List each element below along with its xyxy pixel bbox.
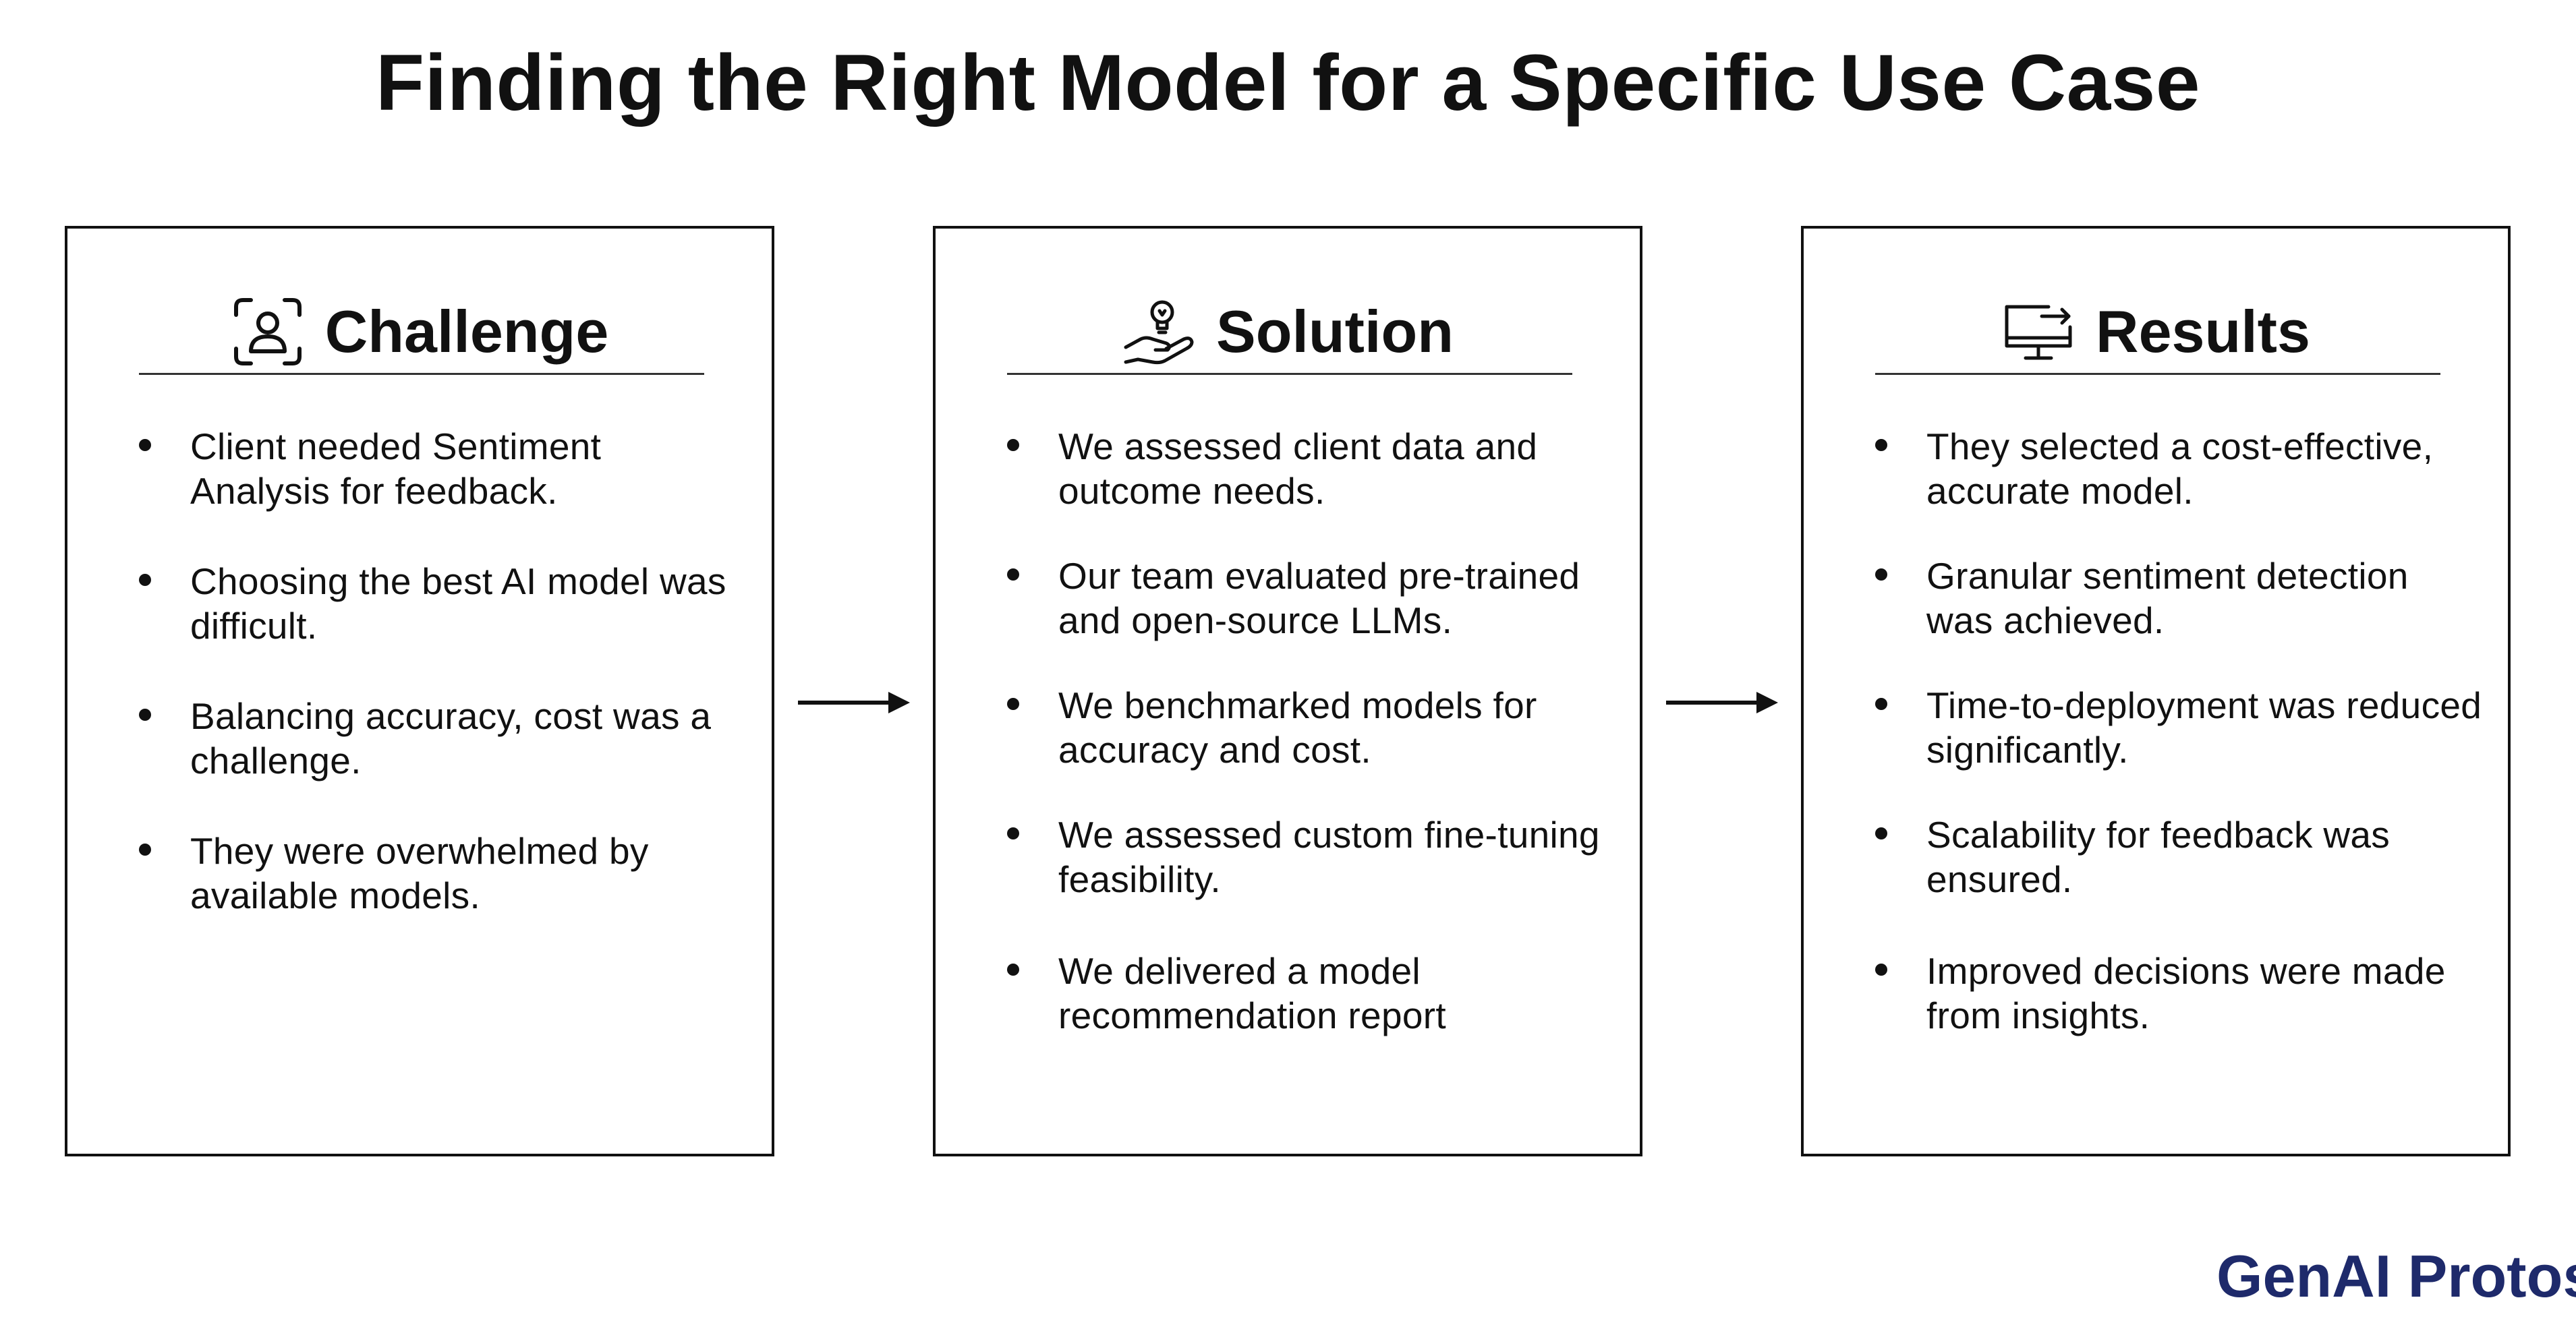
- right-arrow-icon: [797, 686, 911, 719]
- brand-logo: GenAI Protos: [2216, 1243, 2576, 1309]
- solution-card: Solution We assessed client data and out…: [933, 226, 1642, 1156]
- card-header: Challenge: [67, 288, 772, 376]
- list-item: We delivered a model recommendation repo…: [1007, 949, 1614, 1038]
- bullet-list: Client needed Sentiment Analysis for fee…: [139, 424, 746, 964]
- divider: [1007, 373, 1572, 375]
- bullet-icon: [1007, 964, 1019, 976]
- monitor-arrow-icon: [2001, 295, 2076, 369]
- bullet-icon: [1875, 568, 1887, 581]
- list-item: Balancing accuracy, cost was a challenge…: [139, 694, 746, 783]
- bullet-icon: [1007, 568, 1019, 581]
- list-item: We assessed custom fine-tuning feasibili…: [1007, 813, 1614, 902]
- page-title: Finding the Right Model for a Specific U…: [375, 38, 2201, 127]
- lightbulb-hand-icon: [1122, 295, 1196, 369]
- divider: [1875, 373, 2440, 375]
- bullet-icon: [139, 439, 151, 451]
- list-item: Choosing the best AI model was difficult…: [139, 559, 746, 648]
- bullet-icon: [1875, 827, 1887, 839]
- face-scan-icon: [231, 295, 305, 369]
- bullet-icon: [1007, 439, 1019, 451]
- bullet-icon: [139, 574, 151, 586]
- bullet-icon: [1007, 698, 1019, 710]
- bullet-icon: [1875, 698, 1887, 710]
- list-item: Our team evaluated pre-trained and open-…: [1007, 554, 1614, 643]
- list-item: They selected a cost-effective, accurate…: [1875, 424, 2482, 513]
- list-item: Client needed Sentiment Analysis for fee…: [139, 424, 746, 513]
- list-item: We benchmarked models for accuracy and c…: [1007, 683, 1614, 772]
- bullet-icon: [139, 844, 151, 856]
- list-item: Improved decisions were made from insigh…: [1875, 949, 2482, 1038]
- bullet-icon: [139, 709, 151, 721]
- card-title: Results: [2096, 298, 2310, 365]
- card-title: Challenge: [324, 298, 609, 365]
- results-card: Results They selected a cost-effective, …: [1801, 226, 2511, 1156]
- bullet-icon: [1875, 964, 1887, 976]
- card-header: Results: [1804, 288, 2508, 376]
- card-title: Solution: [1216, 298, 1454, 365]
- list-item: Time-to-deployment was reduced significa…: [1875, 683, 2482, 772]
- divider: [139, 373, 704, 375]
- bullet-list: They selected a cost-effective, accurate…: [1875, 424, 2482, 1078]
- list-item: We assessed client data and outcome need…: [1007, 424, 1614, 513]
- list-item: They were overwhelmed by available model…: [139, 829, 746, 918]
- list-item: Scalability for feedback was ensured.: [1875, 813, 2482, 902]
- bullet-icon: [1007, 827, 1019, 839]
- bullet-list: We assessed client data and outcome need…: [1007, 424, 1614, 1078]
- bullet-icon: [1875, 439, 1887, 451]
- right-arrow-icon: [1665, 686, 1779, 719]
- list-item: Granular sentiment detection was achieve…: [1875, 554, 2482, 643]
- challenge-card: Challenge Client needed Sentiment Analys…: [65, 226, 774, 1156]
- card-header: Solution: [936, 288, 1640, 376]
